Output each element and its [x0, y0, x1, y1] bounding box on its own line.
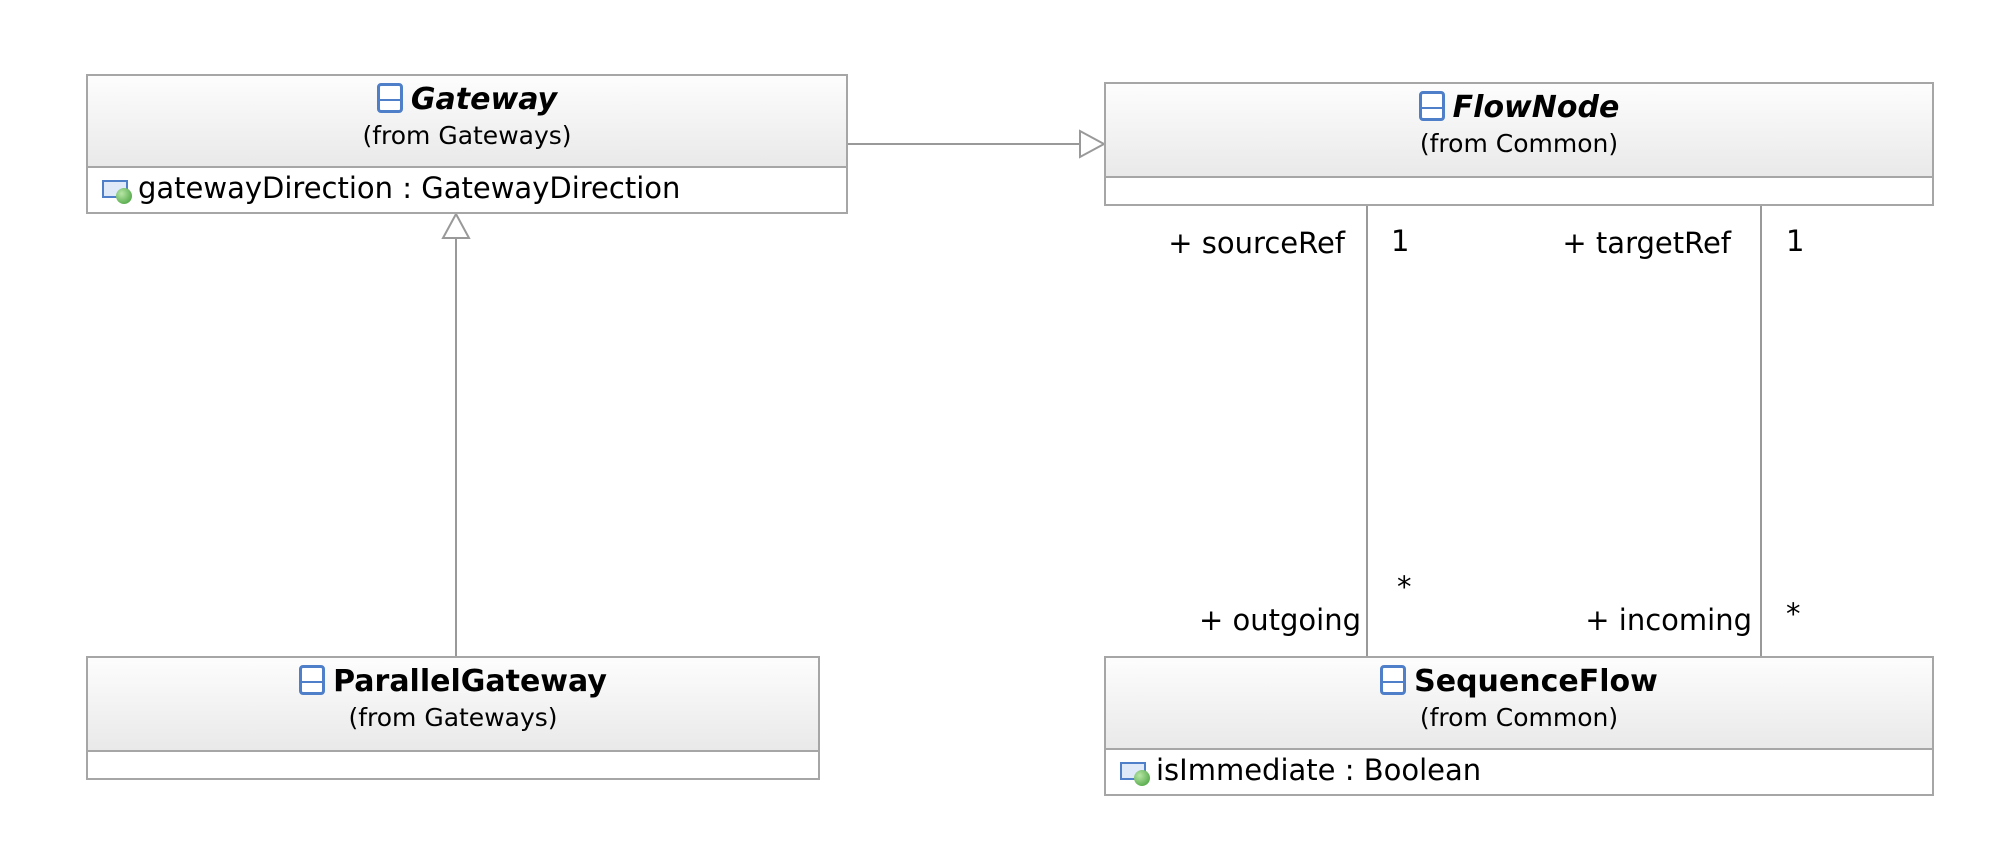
class-parallelgateway-package: (from Gateways): [348, 703, 558, 732]
class-icon: [1380, 665, 1407, 695]
role-label-outgoing: + outgoing: [1198, 603, 1361, 637]
class-parallelgateway-attributes: [88, 752, 818, 778]
class-sequenceflow[interactable]: SequenceFlow (from Common) isImmediate :…: [1104, 656, 1934, 796]
multiplicity-label-incoming: *: [1786, 597, 1801, 631]
class-gateway-name: Gateway: [410, 82, 558, 117]
attribute-row[interactable]: gatewayDirection : GatewayDirection: [88, 168, 846, 208]
multiplicity-label-outgoing: *: [1397, 570, 1412, 604]
class-flownode[interactable]: FlowNode (from Common): [1104, 82, 1934, 206]
generalization-arrowhead-flownode: [1079, 129, 1107, 159]
role-label-incoming: + incoming: [1585, 603, 1752, 637]
class-gateway-package: (from Gateways): [362, 121, 572, 150]
attribute-gateway-direction: gatewayDirection : GatewayDirection: [138, 171, 681, 205]
attribute-icon: [1120, 760, 1150, 786]
generalization-arrowhead-gateway: [441, 211, 471, 239]
attribute-row[interactable]: isImmediate : Boolean: [1106, 750, 1932, 790]
class-sequenceflow-header: SequenceFlow (from Common): [1106, 658, 1932, 750]
class-flownode-name: FlowNode: [1452, 90, 1620, 125]
class-parallelgateway[interactable]: ParallelGateway (from Gateways): [86, 656, 820, 780]
class-parallelgateway-header: ParallelGateway (from Gateways): [88, 658, 818, 752]
role-label-targetref: + targetRef: [1562, 226, 1731, 260]
class-sequenceflow-name: SequenceFlow: [1414, 664, 1658, 699]
class-parallelgateway-name: ParallelGateway: [333, 664, 607, 699]
class-gateway-header: Gateway (from Gateways): [88, 76, 846, 168]
role-label-sourceref: + sourceRef: [1168, 226, 1345, 260]
class-gateway[interactable]: Gateway (from Gateways) gatewayDirection…: [86, 74, 848, 214]
attribute-icon: [102, 178, 132, 204]
class-flownode-package: (from Common): [1419, 129, 1619, 158]
class-icon: [299, 665, 326, 695]
multiplicity-label-sourceref: 1: [1391, 224, 1410, 258]
multiplicity-label-targetref: 1: [1786, 224, 1805, 258]
class-flownode-attributes: [1106, 178, 1932, 204]
class-icon: [376, 83, 403, 113]
class-flownode-header: FlowNode (from Common): [1106, 84, 1932, 178]
attribute-is-immediate: isImmediate : Boolean: [1156, 753, 1482, 787]
class-sequenceflow-package: (from Common): [1419, 703, 1619, 732]
class-icon: [1418, 91, 1445, 121]
